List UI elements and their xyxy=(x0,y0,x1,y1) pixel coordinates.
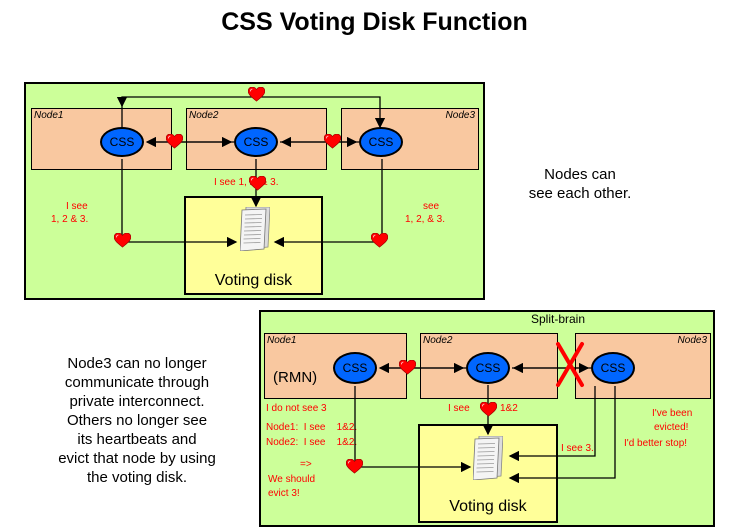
top-css-oval-2: CSS xyxy=(234,127,278,157)
heart-icon xyxy=(346,459,363,474)
bottom-node2-label: Node2 xyxy=(423,335,453,346)
bottom-css-label-2: CSS xyxy=(475,361,501,375)
heart-icon xyxy=(371,233,388,248)
left-caption-line5: its heartbeats and xyxy=(77,431,197,448)
bottom-voting-disk-label: Voting disk xyxy=(449,498,527,515)
bottom-node2-sees: I see xyxy=(448,403,470,414)
heart-icon xyxy=(114,233,131,248)
left-caption-line6: evict that node by using xyxy=(58,450,216,467)
left-caption-line1: Node3 can no longer xyxy=(67,355,207,372)
heart-icon xyxy=(248,87,265,102)
top-css-oval-1: CSS xyxy=(100,127,144,157)
bottom-evicted-line2: evicted! xyxy=(654,422,689,433)
bottom-should-line2: evict 3! xyxy=(268,488,300,499)
bottom-evicted-line1: I've been xyxy=(652,408,693,419)
bottom-css-oval-1: CSS xyxy=(333,352,377,384)
left-caption-line2: communicate through xyxy=(64,374,210,391)
bottom-node2-says: Node2: I see 1&2. xyxy=(266,437,358,448)
top-node2-label: Node2 xyxy=(189,110,219,121)
top-css-label-1: CSS xyxy=(109,135,135,149)
bottom-voting-disk-document-icon xyxy=(473,436,503,480)
heart-icon xyxy=(399,360,416,375)
bottom-css-oval-2: CSS xyxy=(466,352,510,384)
bottom-node3-sees: I see 3. xyxy=(561,443,594,454)
bottom-arrow-text: => xyxy=(300,459,312,470)
top-node2-sees: I see 1, 2, & 3. xyxy=(214,177,279,188)
top-node3-sees-line2: 1, 2, & 3. xyxy=(405,214,446,225)
left-caption: Node3 can no longer communicate through … xyxy=(30,354,244,487)
bottom-node1-no-see: I do not see 3 xyxy=(266,403,327,414)
page-title: CSS Voting Disk Function xyxy=(221,8,528,36)
left-caption-line3: private interconnect. xyxy=(69,393,205,410)
bottom-node1-label: Node1 xyxy=(267,335,297,346)
heart-icon xyxy=(480,402,497,417)
top-voting-disk-document-icon xyxy=(240,207,270,251)
top-node3-label: Node3 xyxy=(445,110,475,121)
top-voting-disk-label: Voting disk xyxy=(214,272,293,289)
left-caption-line4: Others no longer see xyxy=(66,412,208,429)
split-brain-label: Split-brain xyxy=(531,312,586,326)
top-caption-line1: Nodes can xyxy=(544,166,616,183)
heart-icon xyxy=(324,134,341,149)
top-caption-line2: see each other. xyxy=(528,185,632,202)
bottom-node2-sees-val: 1&2 xyxy=(500,403,518,414)
top-node3-box: Node3 xyxy=(341,108,479,170)
bottom-css-oval-3: CSS xyxy=(591,352,635,384)
bottom-node3-label: Node3 xyxy=(677,335,707,346)
top-node1-label: Node1 xyxy=(34,110,64,121)
heart-icon xyxy=(249,176,266,191)
top-node1-sees-line1: I see xyxy=(66,201,88,212)
top-node3-sees-line1: see xyxy=(423,201,440,212)
bottom-css-label-3: CSS xyxy=(600,361,626,375)
interconnect-failure-x xyxy=(556,342,584,387)
bottom-css-label-1: CSS xyxy=(342,361,368,375)
bottom-evicted-line3: I'd better stop! xyxy=(624,438,688,449)
bottom-node1-says: Node1: I see 1&2. xyxy=(266,422,358,433)
bottom-should-line1: We should xyxy=(268,474,316,485)
top-caption: Nodes can see each other. xyxy=(510,165,650,203)
heart-icon xyxy=(166,134,183,149)
top-css-label-2: CSS xyxy=(243,135,269,149)
top-css-label-3: CSS xyxy=(368,135,394,149)
top-node1-sees-line2: 1, 2 & 3. xyxy=(51,214,89,225)
left-caption-line7: the voting disk. xyxy=(86,469,188,486)
rmn-label: (RMN) xyxy=(273,369,318,386)
